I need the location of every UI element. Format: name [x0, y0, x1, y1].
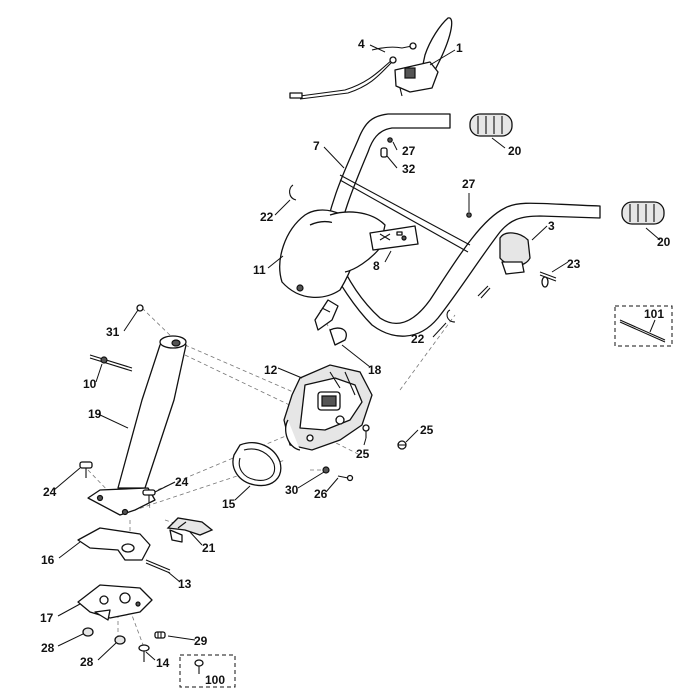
callout-26: 26	[314, 487, 328, 501]
nut-30	[322, 466, 330, 474]
pin-27-upper	[387, 137, 393, 143]
mounting-plate	[77, 527, 151, 561]
cable-tie	[89, 354, 133, 372]
screw-31	[136, 304, 144, 312]
callout-18: 18	[368, 363, 382, 377]
callout-24-right: 24	[175, 475, 189, 489]
locking-lever	[166, 517, 214, 543]
screw-25-top	[362, 424, 370, 438]
callout-30: 30	[285, 483, 299, 497]
callout-28-left: 28	[41, 641, 55, 655]
callout-15: 15	[222, 497, 236, 511]
screw-23	[539, 271, 557, 288]
circlip-upper	[289, 184, 297, 201]
bolt-14	[138, 644, 150, 662]
callout-101: 101	[644, 307, 664, 321]
bolt-24-left	[79, 461, 93, 478]
callout-16: 16	[41, 553, 55, 567]
steering-column	[87, 335, 187, 516]
callout-1: 1	[456, 41, 463, 55]
callout-28-right: 28	[80, 655, 94, 669]
leader-lines	[53, 44, 661, 661]
base-plate	[77, 584, 153, 621]
callout-11: 11	[253, 263, 266, 277]
callout-24-left: 24	[43, 485, 57, 499]
control-lever	[394, 17, 453, 97]
screw-25-right	[397, 440, 407, 450]
screw-26	[337, 474, 354, 482]
console-housing	[283, 364, 373, 451]
callout-19: 19	[88, 407, 102, 421]
callout-22-upper: 22	[260, 210, 274, 224]
callout-31: 31	[106, 325, 120, 339]
callout-10: 10	[83, 377, 97, 391]
nut-28-left	[82, 627, 94, 637]
callout-32: 32	[402, 162, 416, 176]
warning-decal	[369, 225, 419, 251]
callout-27-upper: 27	[402, 144, 416, 158]
callout-25-lower: 25	[356, 447, 370, 461]
callout-7: 7	[313, 139, 320, 153]
callout-4: 4	[358, 37, 365, 51]
callout-8: 8	[373, 259, 380, 273]
callout-12: 12	[264, 363, 278, 377]
nut-28-right	[114, 635, 126, 645]
callout-17: 17	[40, 611, 54, 625]
callout-23: 23	[567, 257, 581, 271]
plug-32	[380, 147, 388, 158]
spring-pin	[145, 559, 171, 574]
throttle-cable	[289, 42, 417, 100]
small-clip	[477, 285, 491, 299]
spring-29	[154, 631, 166, 639]
callout-27-right: 27	[462, 177, 476, 191]
adjuster-knob	[499, 232, 531, 275]
callout-100: 100	[205, 673, 225, 687]
callout-13: 13	[178, 577, 192, 591]
boxed-item-101	[614, 305, 673, 347]
callout-21: 21	[202, 541, 216, 555]
boxed-item-100	[179, 654, 236, 688]
callout-29: 29	[194, 634, 208, 648]
bolt-24-right	[142, 489, 156, 503]
handle-grip-right	[621, 201, 665, 225]
handlebar-cover	[279, 209, 386, 299]
callout-3: 3	[548, 219, 555, 233]
circlip-lower	[446, 309, 456, 323]
pin-27-right	[466, 212, 472, 218]
latch-bracket	[314, 299, 347, 346]
callout-25-right: 25	[420, 423, 434, 437]
callout-numbers: 1 4 7 27 32 20 27 22 11 8 3 23 20 22 18 …	[40, 37, 671, 687]
handle-grip-upper	[469, 113, 513, 137]
callout-20-upper: 20	[508, 144, 522, 158]
cable-loop	[232, 442, 282, 487]
callout-14: 14	[156, 656, 170, 670]
callout-22-lower: 22	[411, 332, 425, 346]
callout-20-right: 20	[657, 235, 671, 249]
